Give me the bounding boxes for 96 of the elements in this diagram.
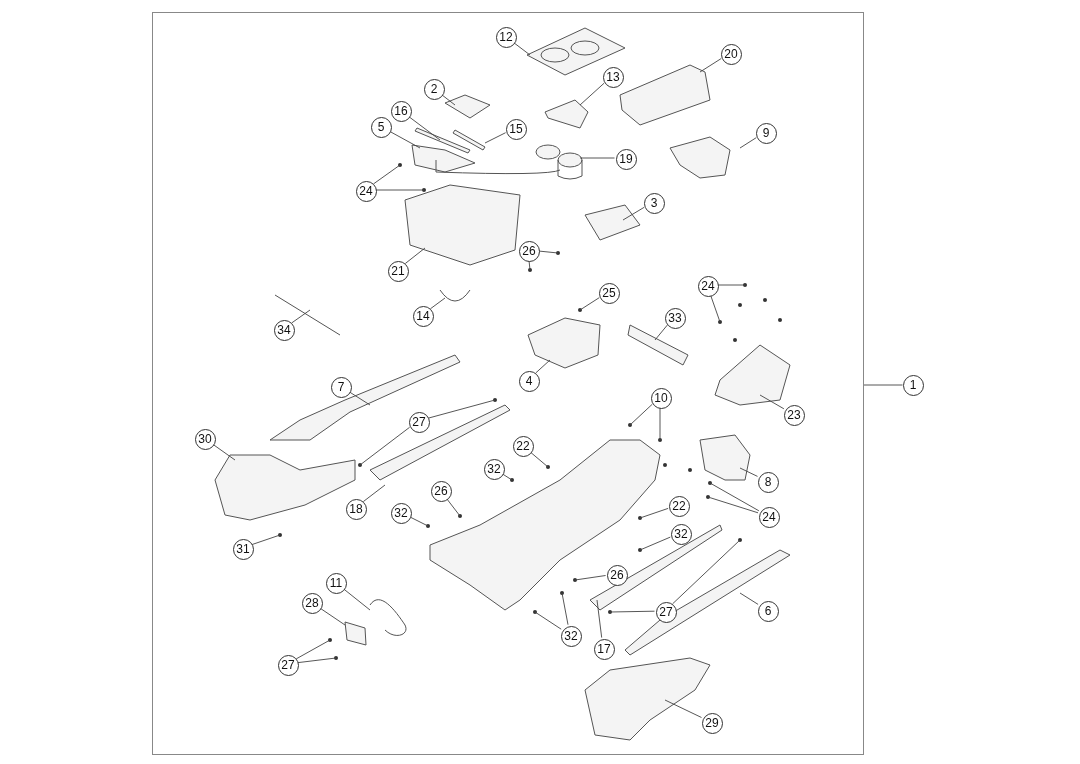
callout-number: 33	[664, 307, 686, 329]
callout-number: 10	[650, 387, 672, 409]
leader-line	[427, 399, 496, 419]
leader-line	[672, 539, 741, 605]
callout-number: 24	[355, 180, 377, 202]
leader-line	[362, 484, 386, 503]
callout-number: 16	[390, 100, 412, 122]
callout-number: 21	[387, 260, 409, 282]
leader-line	[512, 41, 531, 56]
leader-line	[251, 534, 281, 546]
callout-number: 28	[301, 592, 323, 614]
callout-number: 17	[593, 638, 615, 660]
callout-number: 30	[194, 428, 216, 450]
callout-number: 2	[423, 78, 445, 100]
leader-line	[739, 592, 759, 605]
leader-line	[501, 473, 513, 481]
callout-number: 24	[758, 506, 780, 528]
callout-number: 5	[370, 116, 392, 138]
leader-line	[537, 250, 559, 254]
leader-line	[404, 247, 426, 264]
callout-number: 4	[518, 370, 540, 392]
callout-number: 8	[757, 471, 779, 493]
leader-line	[528, 259, 531, 271]
callout-number: 7	[330, 376, 352, 398]
leader-line	[561, 592, 569, 626]
callout-number: 20	[720, 43, 742, 65]
leader-line	[629, 403, 653, 426]
leader-line	[574, 575, 607, 581]
callout-number: 31	[232, 538, 254, 560]
callout-number: 18	[345, 498, 367, 520]
callout-number: 22	[512, 435, 534, 457]
callout-number: 23	[783, 404, 805, 426]
leader-line	[622, 206, 645, 221]
callout-number: 6	[757, 600, 779, 622]
callout-number: 3	[643, 192, 665, 214]
leader-line	[739, 137, 757, 149]
leader-line	[534, 611, 562, 630]
leader-line	[639, 507, 669, 519]
callout-number: 27	[408, 411, 430, 433]
callout-number: 14	[412, 305, 434, 327]
leader-line	[579, 297, 600, 311]
callout-number: 29	[701, 712, 723, 734]
callout-number: 27	[655, 601, 677, 623]
leader-line	[429, 297, 446, 310]
leader-line	[319, 607, 346, 626]
leader-line	[440, 93, 456, 106]
leader-line	[529, 451, 549, 468]
callout-number: 1	[902, 374, 924, 396]
leader-line	[484, 132, 507, 144]
leader-line	[348, 391, 371, 406]
leader-line	[296, 657, 337, 664]
callout-number: 11	[325, 572, 347, 594]
callout-number: 34	[273, 319, 295, 341]
callout-number: 9	[755, 122, 777, 144]
callout-number: 15	[505, 118, 527, 140]
leader-line	[707, 496, 759, 514]
leader-line	[407, 115, 441, 141]
callout-number: 19	[615, 148, 637, 170]
leader-line	[709, 482, 760, 512]
leader-line	[596, 599, 603, 639]
callout-number: 26	[606, 564, 628, 586]
leader-line	[373, 164, 401, 185]
leader-line	[579, 157, 615, 159]
leader-line	[739, 467, 758, 477]
leader-line	[659, 407, 661, 441]
callout-number: 22	[668, 495, 690, 517]
callout-number: 13	[602, 66, 624, 88]
leader-line	[291, 309, 311, 324]
leader-line	[375, 189, 425, 191]
callout-number: 32	[483, 458, 505, 480]
leader-line	[710, 294, 721, 323]
leader-line	[863, 384, 903, 386]
callout-number: 24	[697, 275, 719, 297]
leader-line	[609, 610, 655, 613]
leader-line	[359, 426, 411, 466]
leader-line	[699, 58, 722, 73]
leader-line	[579, 82, 605, 106]
leader-line	[639, 536, 671, 551]
callout-number: 25	[598, 282, 620, 304]
callout-number: 27	[277, 654, 299, 676]
callout-number: 26	[518, 240, 540, 262]
callout-number: 26	[430, 480, 452, 502]
leader-line	[654, 324, 668, 341]
leader-line	[535, 359, 551, 374]
leader-line	[342, 588, 371, 611]
leader-line	[664, 699, 702, 718]
leader-line	[445, 497, 461, 517]
callout-number: 12	[495, 26, 517, 48]
callout-number: 32	[390, 502, 412, 524]
drawing-frame	[152, 12, 864, 755]
leader-line	[295, 639, 331, 660]
callout-number: 32	[560, 625, 582, 647]
leader-line	[717, 284, 746, 286]
callout-number: 32	[670, 523, 692, 545]
leader-line	[759, 394, 785, 410]
leader-line	[212, 443, 236, 461]
